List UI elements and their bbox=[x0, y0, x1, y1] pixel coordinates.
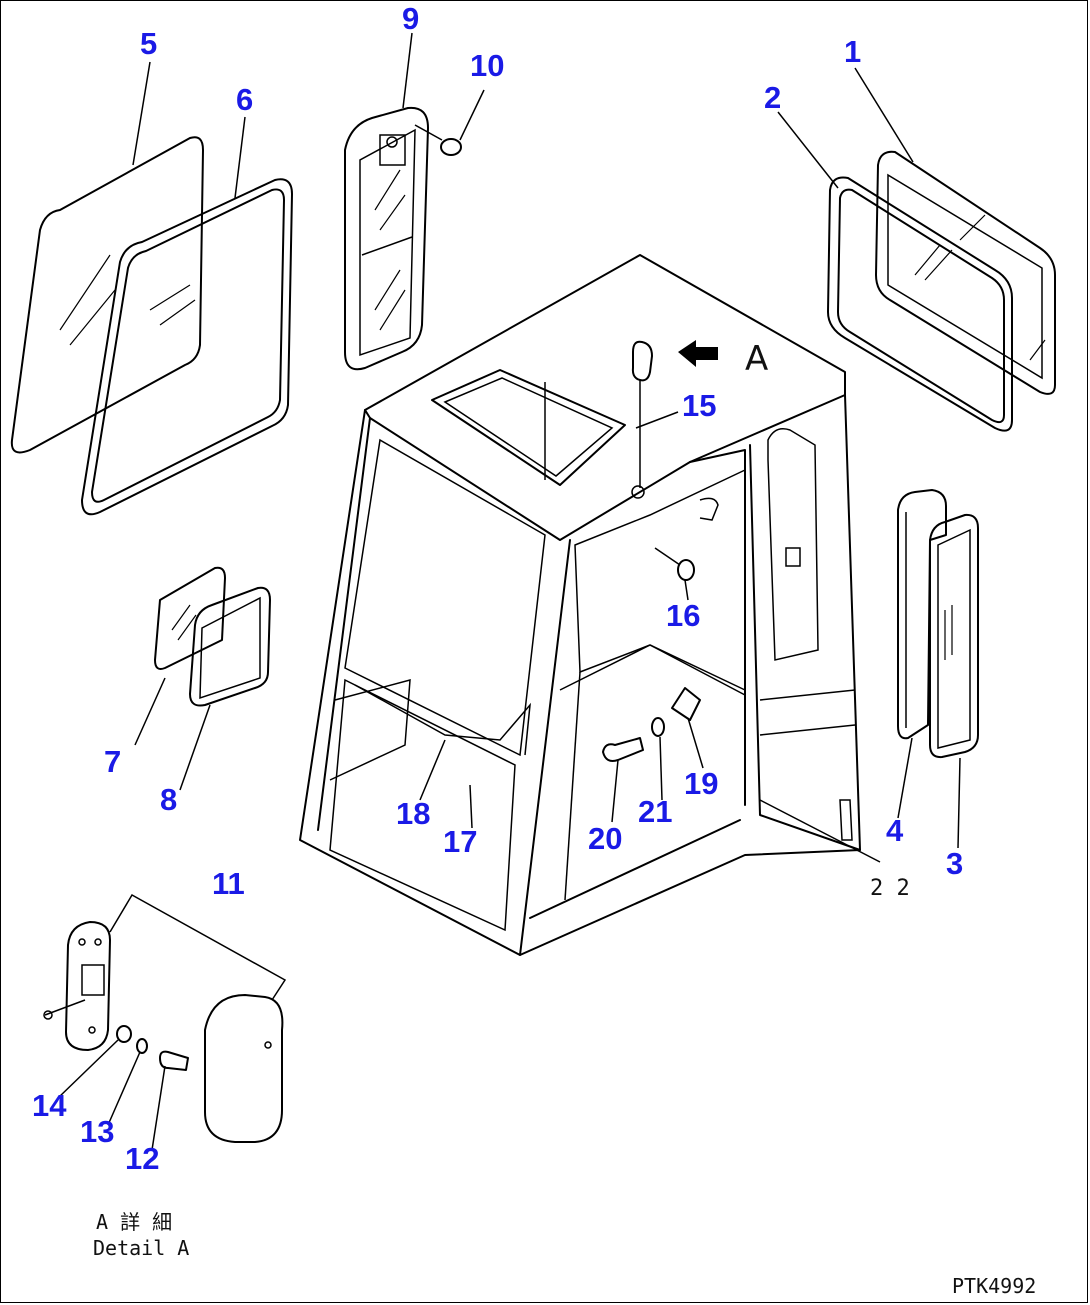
window-seal-4 bbox=[897, 489, 947, 740]
washer-21 bbox=[651, 717, 665, 737]
knob-10 bbox=[414, 124, 462, 156]
callout-12: 12 bbox=[125, 1141, 160, 1176]
callout-19: 19 bbox=[684, 766, 719, 801]
callout-4: 4 bbox=[886, 813, 904, 848]
window-glass-5 bbox=[10, 136, 204, 454]
label-detail-en: Detail A bbox=[93, 1236, 190, 1260]
room-lamp-15 bbox=[631, 340, 653, 499]
callout-7: 7 bbox=[104, 744, 122, 779]
window-seal-6 bbox=[81, 178, 293, 516]
callout-16: 16 bbox=[666, 598, 701, 633]
door-window-9 bbox=[344, 106, 429, 371]
label-part-22: 2 2 bbox=[870, 876, 910, 901]
label-view-a: A bbox=[745, 339, 769, 379]
bracket-19 bbox=[671, 687, 701, 721]
callout-5: 5 bbox=[140, 26, 158, 61]
callout-9: 9 bbox=[402, 1, 420, 36]
clip-16 bbox=[654, 547, 695, 581]
window-glass-1 bbox=[875, 150, 1056, 395]
callout-8: 8 bbox=[160, 782, 178, 817]
detail-a bbox=[43, 893, 287, 1143]
label-detail-jp: A 詳 細 bbox=[96, 1210, 173, 1234]
callout-13: 13 bbox=[80, 1114, 115, 1149]
callout-6: 6 bbox=[236, 82, 254, 117]
window-glass-7 bbox=[154, 566, 226, 670]
callout-11: 11 bbox=[212, 866, 245, 901]
bolt-20 bbox=[602, 737, 644, 762]
window-seal-2 bbox=[827, 176, 1013, 432]
view-arrow bbox=[678, 340, 718, 367]
callout-10: 10 bbox=[470, 48, 505, 83]
callout-3: 3 bbox=[946, 846, 964, 881]
leader-lines bbox=[57, 32, 961, 1151]
drawing-code: PTK4992 bbox=[952, 1274, 1037, 1298]
callout-18: 18 bbox=[396, 796, 431, 831]
callout-17: 17 bbox=[443, 824, 478, 859]
callout-15: 15 bbox=[682, 388, 717, 423]
callout-2: 2 bbox=[764, 80, 782, 115]
callout-1: 1 bbox=[844, 34, 862, 69]
callout-14: 14 bbox=[32, 1088, 67, 1123]
cab-body bbox=[299, 254, 861, 956]
window-seal-8 bbox=[189, 586, 271, 707]
window-glass-3 bbox=[929, 513, 979, 759]
callout-21: 21 bbox=[638, 794, 673, 829]
callout-20: 20 bbox=[588, 821, 623, 856]
